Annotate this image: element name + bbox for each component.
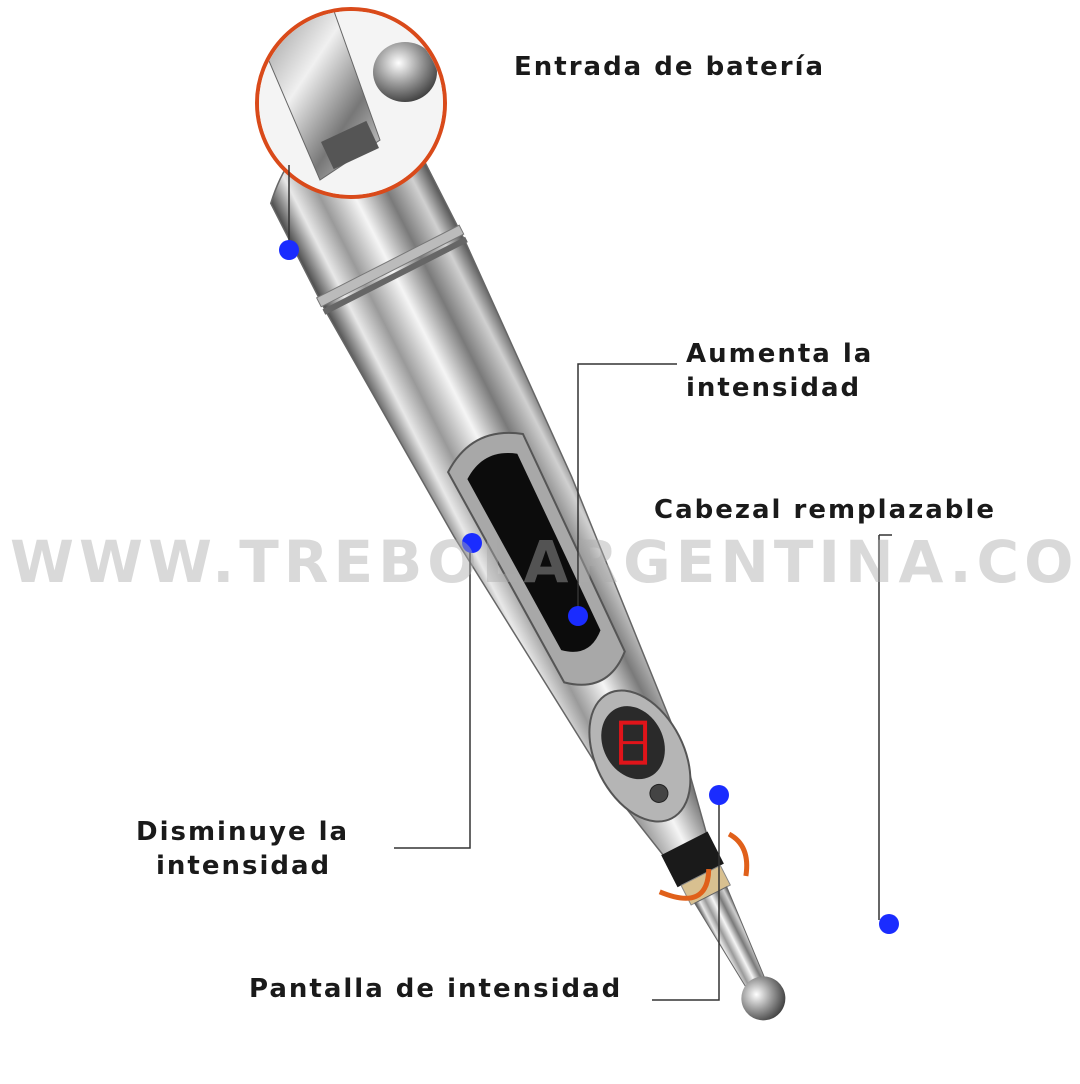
marker-increase [568,606,588,626]
marker-display [709,785,729,805]
watermark: WWW.TREBOLARGENTINA.COM [10,528,1070,596]
label-intensity-display: Pantalla de intensidad [249,972,622,1006]
label-increase-line2: intensidad [686,371,861,405]
label-battery-entry: Entrada de batería [514,50,825,84]
label-increase-line1: Aumenta la [686,337,873,371]
label-decrease-line1: Disminuye la [136,815,349,849]
label-decrease-line2: intensidad [156,849,331,883]
marker-head [879,914,899,934]
label-replaceable-head: Cabezal remplazable [654,493,996,527]
marker-battery [279,240,299,260]
